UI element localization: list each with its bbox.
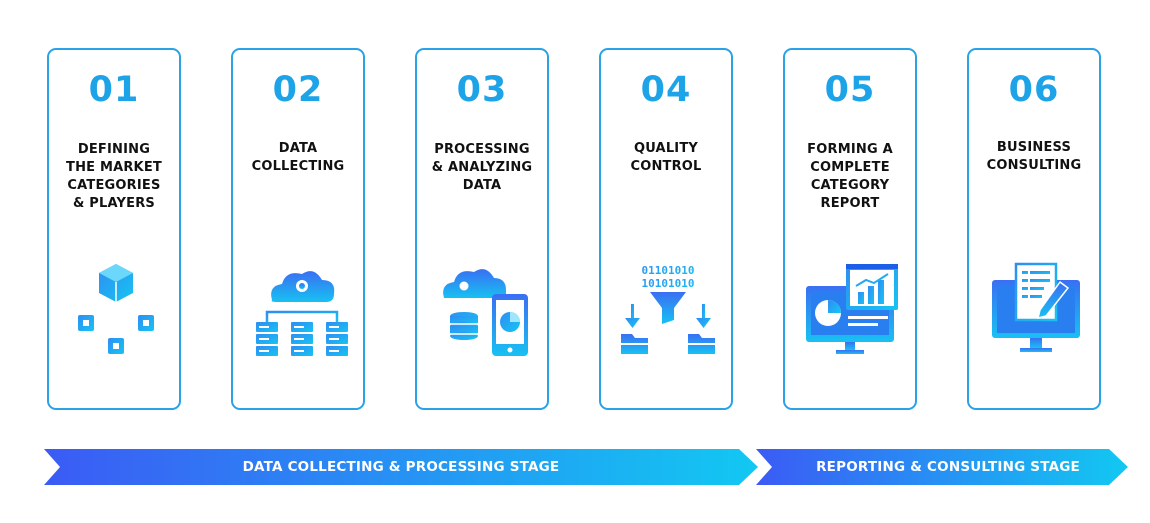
step-card-2: 02 DATA COLLECTING xyxy=(231,48,365,410)
step-number: 03 xyxy=(456,70,508,110)
step-card-6: 06 BUSINESS CONSULTING xyxy=(967,48,1101,410)
svg-text:01101010: 01101010 xyxy=(642,264,695,277)
monitor-document-pen-icon xyxy=(992,262,1080,352)
cloud-database-mobile-chart-icon xyxy=(443,269,528,356)
step-number: 06 xyxy=(1008,70,1060,110)
monitor-report-charts-icon xyxy=(806,264,898,354)
step-title: PROCESSING & ANALYZING DATA xyxy=(431,142,533,193)
cube-network-icon xyxy=(78,264,154,354)
binary-filter-folders-icon: 01101010 10101010 xyxy=(621,264,715,354)
stage-bar-reporting-consulting: REPORTING & CONSULTING STAGE xyxy=(756,449,1128,485)
step-title: QUALITY CONTROL xyxy=(630,141,702,174)
step-number: 02 xyxy=(272,70,324,110)
step-number: 05 xyxy=(824,70,876,110)
cloud-servers-icon xyxy=(256,271,348,356)
step-number: 04 xyxy=(640,70,692,110)
stage-label: REPORTING & CONSULTING STAGE xyxy=(816,459,1080,475)
step-title: FORMING A COMPLETE CATEGORY REPORT xyxy=(807,142,893,211)
step-title: DEFINING THE MARKET CATEGORIES & PLAYERS xyxy=(66,142,162,211)
step-title: DATA COLLECTING xyxy=(251,141,345,174)
step-card-5: 05 FORMING A COMPLETE CATEGORY REPORT xyxy=(783,48,917,410)
step-card-3: 03 PROCESSING & ANALYZING DATA xyxy=(415,48,549,410)
step-number: 01 xyxy=(88,70,140,110)
stage-bar-data-collecting-processing: DATA COLLECTING & PROCESSING STAGE xyxy=(44,449,758,485)
stage-label: DATA COLLECTING & PROCESSING STAGE xyxy=(242,459,560,475)
step-title: BUSINESS CONSULTING xyxy=(986,140,1082,173)
svg-text:10101010: 10101010 xyxy=(642,277,695,290)
step-card-4: 04 QUALITY CONTROL 01101010 10101010 xyxy=(599,48,733,410)
step-card-1: 01 DEFINING THE MARKET CATEGORIES & PLAY… xyxy=(47,48,181,410)
